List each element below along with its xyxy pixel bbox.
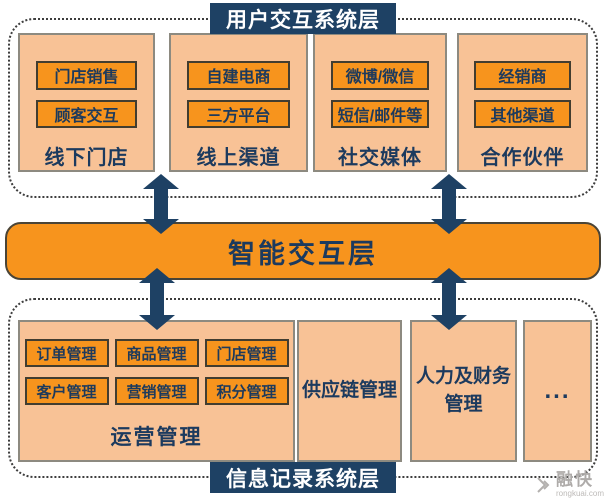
arrow-head-up bbox=[431, 174, 467, 189]
box-more-ellipsis: ... bbox=[523, 320, 592, 462]
watermark-text: 融快 rongkuai.com bbox=[556, 471, 604, 498]
arrow-head-down bbox=[431, 219, 467, 234]
arrow-head-down bbox=[143, 219, 179, 234]
group-offline-stores: 门店销售 顾客交互 线下门店 bbox=[18, 33, 155, 172]
watermark-logo-icon bbox=[536, 475, 552, 495]
chip-store-management: 门店管理 bbox=[204, 339, 289, 367]
chip-self-built-ecommerce: 自建电商 bbox=[187, 61, 290, 90]
chip-customer-management: 客户管理 bbox=[24, 377, 109, 405]
bidirectional-arrow-icon bbox=[431, 174, 467, 234]
chip-marketing-management: 营销管理 bbox=[114, 377, 199, 405]
bidirectional-arrow-icon bbox=[143, 174, 179, 234]
arrow-head-up bbox=[139, 268, 175, 283]
watermark-brand: 融快 bbox=[555, 470, 594, 489]
arrow-shaft bbox=[442, 187, 456, 221]
operations-row-2: 客户管理 营销管理 积分管理 bbox=[24, 377, 289, 405]
group-partners: 经销商 其他渠道 合作伙伴 bbox=[457, 33, 588, 172]
user-interaction-layer-label: 用户交互系统层 bbox=[210, 3, 396, 34]
chip-other-channels: 其他渠道 bbox=[474, 99, 571, 128]
box-hr-finance-management: 人力及财务 管理 bbox=[410, 320, 517, 462]
chip-points-management: 积分管理 bbox=[204, 377, 289, 405]
intelligent-interaction-layer-bar: 智能交互层 bbox=[5, 222, 601, 280]
bidirectional-arrow-icon bbox=[139, 268, 175, 330]
chip-order-management: 订单管理 bbox=[24, 339, 109, 367]
arrow-shaft bbox=[150, 281, 164, 317]
information-record-layer-label: 信息记录系统层 bbox=[210, 462, 396, 493]
arrow-head-up bbox=[431, 268, 467, 283]
chip-distributors: 经销商 bbox=[474, 61, 571, 90]
group-title-operations-management: 运营管理 bbox=[110, 426, 203, 449]
group-social-media: 微博/微信 短信/邮件等 社交媒体 bbox=[313, 33, 447, 172]
group-title-partners: 合作伙伴 bbox=[480, 147, 565, 169]
arrow-head-up bbox=[143, 174, 179, 189]
arrow-shaft bbox=[442, 281, 456, 317]
chip-product-management: 商品管理 bbox=[114, 339, 199, 367]
watermark: 融快 rongkuai.com bbox=[536, 471, 604, 498]
chip-weibo-wechat: 微博/微信 bbox=[330, 61, 430, 90]
group-title-social-media: 社交媒体 bbox=[338, 147, 422, 169]
watermark-domain: rongkuai.com bbox=[555, 489, 604, 498]
chip-third-party-platform: 三方平台 bbox=[187, 99, 290, 128]
box-supply-chain-management: 供应链管理 bbox=[297, 320, 402, 462]
group-title-offline-stores: 线下门店 bbox=[44, 147, 129, 169]
operations-row-1: 订单管理 商品管理 门店管理 bbox=[24, 339, 289, 367]
chip-customer-interaction: 顾客交互 bbox=[35, 99, 138, 128]
arrow-head-down bbox=[431, 315, 467, 330]
chip-store-sales: 门店销售 bbox=[35, 61, 138, 90]
arrow-shaft bbox=[154, 187, 168, 221]
chip-sms-email: 短信/邮件等 bbox=[330, 99, 430, 128]
group-online-channels: 自建电商 三方平台 线上渠道 bbox=[169, 33, 308, 172]
group-operations-management: 订单管理 商品管理 门店管理 客户管理 营销管理 积分管理 运营管理 bbox=[18, 320, 295, 462]
group-title-online-channels: 线上渠道 bbox=[196, 147, 281, 169]
bidirectional-arrow-icon bbox=[431, 268, 467, 330]
arrow-head-down bbox=[139, 315, 175, 330]
